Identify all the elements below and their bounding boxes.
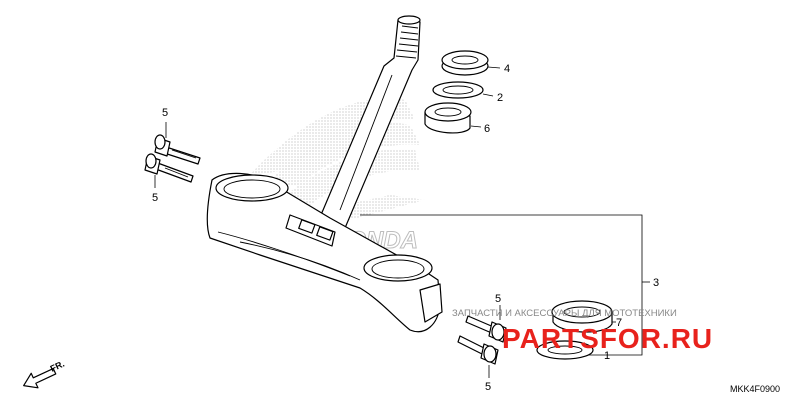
callout-5-bolt-lower-right-top: 5 (495, 293, 501, 305)
callout-7: 7 (616, 317, 622, 329)
dust-seal (536, 340, 594, 360)
bolt-lower-right-bottom (457, 335, 499, 365)
watermark-url: PARTSFOR.RU (502, 323, 713, 354)
callout-5-bolt-lower-right-bottom: 5 (485, 381, 491, 393)
watermark-tagline: ЗАПЧАСТИ И АКСЕССУАРЫ ДЛЯ МОТОТЕХНИКИ (452, 308, 677, 319)
bolt-upper-left (154, 134, 201, 165)
lower-triple-clamp (206, 172, 443, 333)
callout-1: 1 (604, 350, 610, 362)
callout-2: 2 (497, 92, 503, 104)
callout-5-bolt-lower-left: 5 (152, 192, 158, 204)
bolt-lower-left (144, 153, 194, 183)
callout-4: 4 (504, 63, 510, 75)
lock-washer (432, 81, 484, 99)
upper-bearing (424, 102, 472, 134)
callout-3: 3 (653, 277, 659, 289)
callout-6: 6 (484, 123, 490, 135)
front-direction-arrow-icon (23, 367, 57, 389)
bolt-lower-right-top (465, 315, 507, 343)
front-direction-label: FR. (49, 359, 66, 374)
diagram-code: MKK4F0900 (730, 384, 780, 394)
steering-stem-nut (441, 50, 489, 76)
leader-lines (154, 66, 650, 378)
lower-bearing (551, 300, 613, 333)
callout-5-bolt-upper-left: 5 (162, 107, 168, 119)
